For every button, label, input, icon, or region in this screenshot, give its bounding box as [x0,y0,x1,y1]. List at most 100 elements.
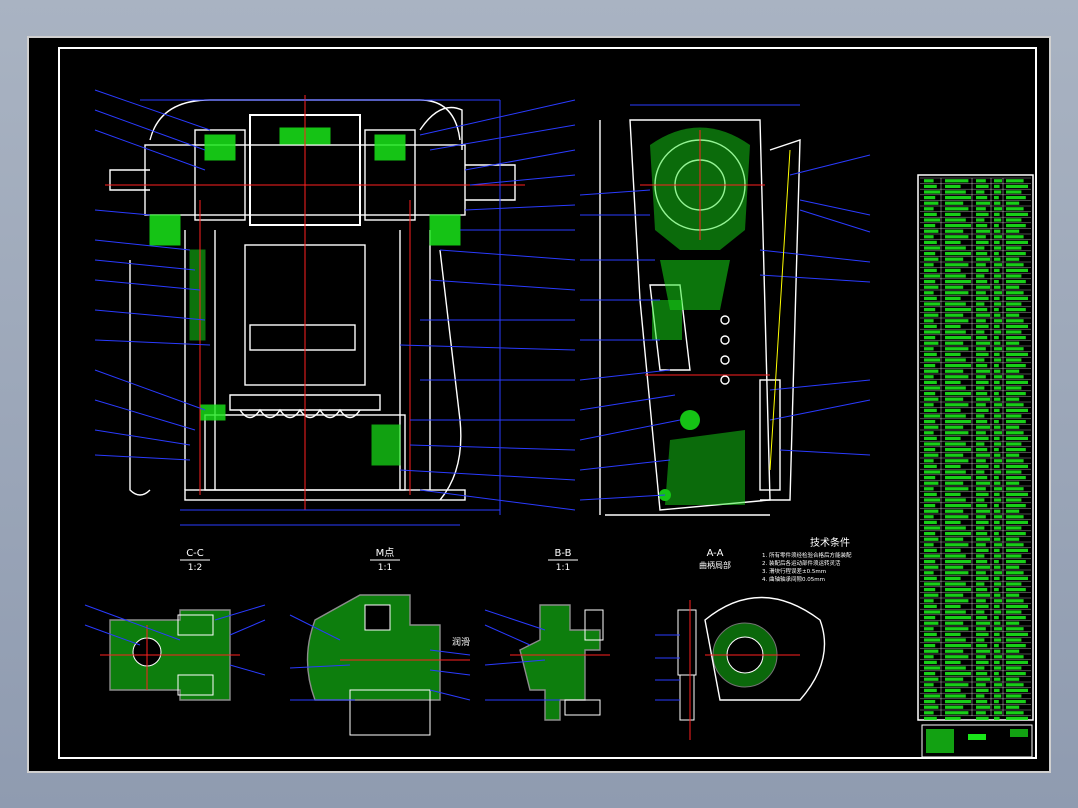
table-cell-text [945,257,964,261]
table-cell-text [1006,638,1022,642]
table-cell-text [976,425,990,429]
m-scale: 1:1 [378,563,392,573]
table-cell-text [976,672,988,676]
table-cell-text [994,571,1002,575]
table-cell-text [924,319,934,323]
table-cell-text [976,632,989,636]
table-cell-text [945,420,971,424]
table-cell-text [994,436,1000,440]
table-cell-text [945,397,964,401]
table-cell-text [924,476,936,480]
table-cell-text [1006,397,1020,401]
table-cell-text [976,291,986,295]
table-cell-text [1006,179,1024,183]
table-cell-text [1006,644,1026,648]
table-cell-text [994,459,1002,463]
table-cell-text [1006,352,1028,356]
table-cell-text [994,392,999,396]
table-cell-text [945,492,961,496]
table-cell-text [994,319,1002,323]
lubrication-note: 润滑 [452,636,470,648]
table-cell-text [1006,571,1024,575]
table-cell-text [976,336,988,340]
table-cell-text [924,190,940,194]
table-cell-text [994,588,999,592]
table-cell-text [1006,498,1022,502]
table-cell-text [976,655,986,659]
table-cell-text [994,655,1002,659]
table-cell-text [994,548,1000,552]
table-cell-text [945,459,969,463]
table-cell-text [994,688,1000,692]
table-cell-text [945,672,971,676]
table-cell-text [945,582,966,586]
table-cell-text [976,341,990,345]
table-cell-text [976,560,988,564]
table-cell-text [945,638,966,642]
table-cell-text [1006,375,1024,379]
table-cell-text [976,711,986,715]
table-cell-text [945,369,964,373]
table-cell-text [976,683,986,687]
table-cell-text [945,560,971,564]
table-cell-text [1006,543,1024,547]
table-cell-text [945,481,964,485]
table-cell-text [924,308,936,312]
table-cell-text [994,537,1001,541]
table-cell-text [1006,616,1026,620]
table-cell-text [945,324,961,328]
table-cell-text [945,425,964,429]
table-cell-text [945,179,969,183]
table-cell-text [924,352,937,356]
table-cell-text [994,336,999,340]
table-cell-text [994,291,1002,295]
table-cell-text [976,464,989,468]
table-cell-text [924,464,937,468]
table-cell-text [924,716,937,720]
table-cell-text [994,179,1002,183]
table-cell-text [945,431,969,435]
table-cell-text [924,291,934,295]
table-cell-text [1006,302,1022,306]
table-cell-text [924,677,939,681]
table-cell-text [924,576,937,580]
table-cell-text [924,369,939,373]
table-cell-text [1006,492,1028,496]
table-cell-text [976,212,989,216]
table-cell-text [945,224,971,228]
table-cell-text [976,347,986,351]
table-cell-text [1006,588,1026,592]
table-cell-text [976,565,990,569]
table-cell-text [1006,582,1022,586]
table-cell-text [976,179,986,183]
table-cell-text [924,184,937,188]
table-cell-text [1006,341,1020,345]
table-cell-text [994,347,1002,351]
table-cell-text [976,599,986,603]
table-cell-text [924,235,934,239]
table-cell-text [994,212,1000,216]
front-view-dims [94,89,576,526]
table-cell-text [976,240,989,244]
table-cell-text [976,487,986,491]
table-cell-text [945,694,966,698]
table-cell-text [1006,196,1026,200]
table-cell-text [945,610,966,614]
table-cell-text [924,599,934,603]
table-cell-text [945,442,966,446]
drawing-sheet: C-C 1:2 M点 1:1 B-B 1:1 A-A 曲柄局部 技术条件 1. … [27,36,1051,773]
tech-line-3: 3. 滑块行程误差±0.5mm [762,567,826,575]
table-cell-text [976,375,986,379]
table-cell-text [976,442,985,446]
table-cell-text [994,397,1001,401]
table-cell-text [994,616,999,620]
table-cell-text [976,453,990,457]
table-cell-text [976,588,988,592]
table-cell-text [994,649,1001,653]
table-cell-text [1006,487,1024,491]
table-cell-text [1006,548,1028,552]
table-cell-text [924,179,934,183]
table-cell-text [945,498,966,502]
table-cell-text [924,313,939,317]
m-title: M点 [376,547,395,559]
